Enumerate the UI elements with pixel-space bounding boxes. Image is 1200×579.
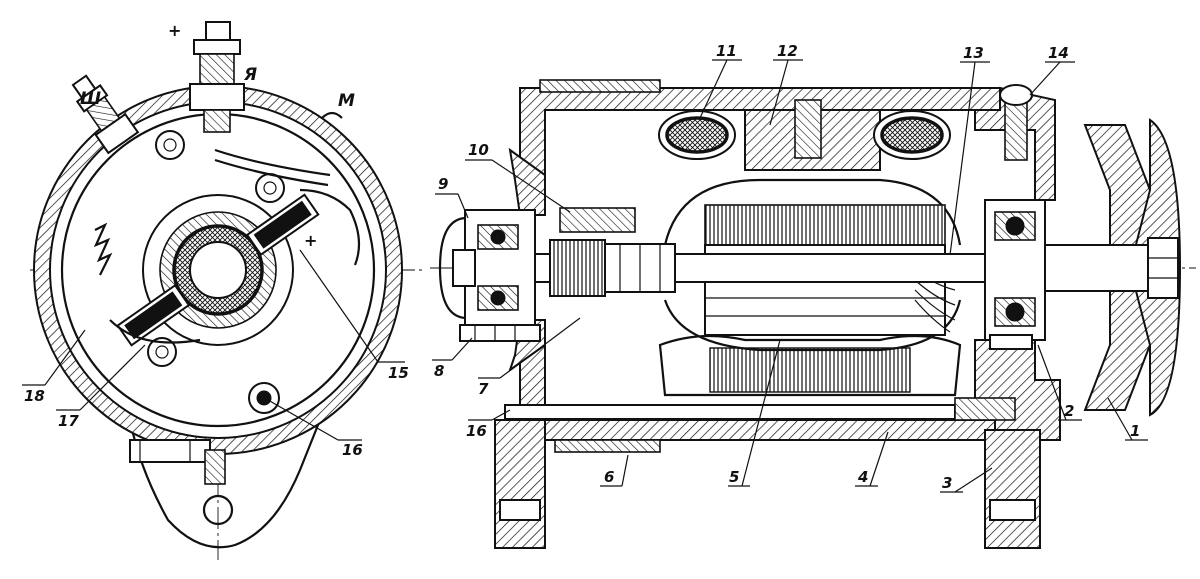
terminal-m	[321, 111, 343, 119]
tie-bolt-16	[504, 404, 956, 420]
left-foot	[494, 419, 546, 549]
label-3: 3	[942, 474, 952, 492]
cap-9	[438, 216, 466, 320]
label-14: 14	[1048, 44, 1069, 62]
label-7: 7	[478, 380, 489, 398]
clamp-nut	[204, 449, 226, 485]
pole-shoe-bottom	[658, 334, 962, 397]
plate-screw-bottom	[147, 337, 177, 367]
terminal-sh	[71, 74, 140, 155]
armature-winding-bottom	[663, 299, 962, 352]
label-13: 13	[963, 44, 984, 62]
label-sh: Ш	[80, 89, 101, 109]
pole-screw	[794, 99, 822, 159]
end-view: + Я Ш М + 15 16 17 18	[22, 21, 425, 560]
ball-bottom-right	[1005, 302, 1025, 322]
label-12: 12	[777, 42, 798, 60]
terminal-ya	[189, 21, 245, 133]
bolt-2	[989, 334, 1033, 350]
label-1: 1	[1130, 422, 1140, 440]
pulley-nut	[1147, 237, 1179, 299]
ball-bottom-left	[490, 290, 506, 306]
label-10: 10	[468, 141, 489, 159]
label-9: 9	[438, 175, 448, 193]
armature-core-top	[704, 204, 946, 246]
shaft-nut-left	[452, 249, 476, 287]
clamp-bolt	[129, 439, 211, 463]
label-ya: Я	[243, 65, 257, 85]
label-15: 15	[388, 364, 409, 382]
mounting-hole	[202, 494, 234, 526]
label-18: 18	[24, 387, 45, 405]
ball-top-left	[490, 229, 506, 245]
label-17: 17	[58, 412, 79, 430]
label-m: М	[338, 91, 355, 111]
commutator-7	[549, 239, 606, 297]
label-2: 2	[1064, 402, 1074, 420]
brush-holder-negative	[116, 284, 191, 347]
brush-holder-10	[559, 207, 636, 233]
ball-top-right	[1005, 216, 1025, 236]
plate-screw-top	[255, 173, 285, 203]
mounting-lug	[128, 419, 322, 549]
bottom-coil-lamination	[709, 347, 911, 393]
drive-end-shield-top	[974, 86, 1056, 201]
label-plus-top: +	[168, 21, 181, 40]
label-16-right: 16	[466, 422, 487, 440]
label-plus-brush: +	[304, 231, 317, 250]
right-foot-3	[984, 429, 1041, 549]
plate-screw-sh	[155, 130, 185, 160]
bolt-8	[459, 324, 541, 342]
label-6: 6	[604, 468, 614, 486]
label-4: 4	[857, 468, 868, 486]
brush-spring-right	[299, 188, 361, 266]
brush-holder-positive	[245, 193, 320, 256]
brush-spring-left	[93, 222, 113, 276]
pulley-hub	[1044, 244, 1156, 292]
armature-winding-top	[663, 178, 962, 246]
top-boss	[539, 79, 661, 93]
tie-bolt-nut	[954, 397, 1016, 421]
label-5: 5	[729, 468, 739, 486]
label-16-left: 16	[342, 441, 363, 459]
shaft-end	[189, 241, 247, 299]
label-8: 8	[434, 362, 444, 380]
section-view: 11 12 13 14 10 9 8 7 16 6	[430, 42, 1196, 549]
oiler-14	[1004, 99, 1028, 161]
label-11: 11	[716, 42, 737, 60]
bottom-boss	[554, 439, 661, 453]
